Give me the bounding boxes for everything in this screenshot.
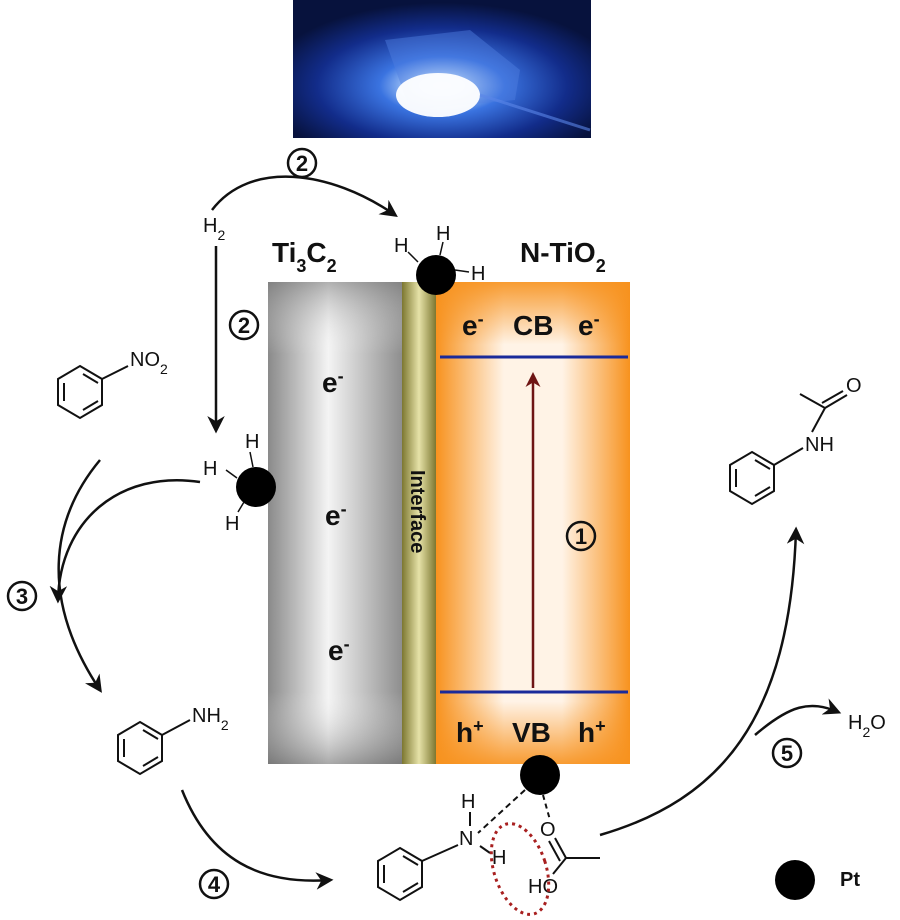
pt-particle-bottom	[520, 755, 560, 795]
h-atom: H	[492, 847, 506, 869]
vb-hole-left: h+	[456, 716, 484, 748]
h-atom: H	[471, 263, 485, 285]
step-3-marker: 3	[6, 580, 38, 612]
nitrobenzene-structure	[57, 364, 129, 420]
step-2-marker-side: 2	[228, 309, 260, 341]
nitro-group-label: NO2	[130, 349, 168, 377]
step-2-marker-top: 2	[286, 147, 318, 179]
svg-text:1: 1	[575, 524, 587, 549]
aniline-structure	[117, 719, 191, 776]
electron-2: e-	[325, 499, 347, 531]
vb-hole-right: h+	[578, 716, 606, 748]
ti3c2-block	[268, 282, 402, 764]
h-atom: H	[436, 223, 450, 245]
vb-label: VB	[512, 717, 551, 748]
svg-text:4: 4	[208, 872, 221, 897]
o-bond-dash	[542, 794, 551, 821]
amine-group-label: NH2	[192, 705, 229, 733]
h-atom: H	[225, 513, 239, 535]
svg-text:2: 2	[296, 151, 308, 176]
step-3-arrow-outer	[57, 459, 102, 693]
pt-particle-top	[407, 241, 470, 295]
ho-group: HO	[528, 876, 558, 898]
legend-pt-label: Pt	[840, 869, 860, 891]
highlight-ellipse	[489, 822, 551, 916]
step-4-arrow	[180, 789, 334, 890]
h-atom: H	[245, 431, 259, 453]
cb-electron-left: e-	[462, 309, 484, 341]
amide-o-label: O	[846, 375, 862, 397]
svg-text:5: 5	[781, 741, 793, 766]
step-5-marker: 5	[771, 737, 803, 769]
o-atom: O	[540, 819, 556, 841]
step-5-arrow	[599, 526, 805, 837]
acetic-acid-structure	[548, 837, 600, 875]
h-atom: H	[461, 791, 475, 813]
step-4-marker: 4	[198, 868, 230, 900]
ntio2-label: N-TiO2	[520, 237, 606, 276]
amide-nh-label: NH	[805, 434, 834, 456]
pt-particle-left	[225, 451, 276, 513]
interface-block	[402, 282, 436, 764]
water-label: H2O	[848, 712, 886, 740]
h-bond-dash	[477, 789, 526, 834]
water-arrow	[754, 698, 842, 736]
h-atom: H	[203, 458, 217, 480]
ti3c2-label: Ti3C2	[272, 237, 337, 276]
step-1-marker: 1	[565, 520, 597, 552]
cb-label: CB	[513, 310, 553, 341]
h-atom: H	[394, 235, 408, 257]
step-3-arrow-inner	[49, 479, 201, 604]
aniline-intermediate-structure	[377, 812, 491, 902]
h2-to-pt-curve-arrow	[211, 175, 398, 217]
svg-text:2: 2	[238, 313, 250, 338]
interface-label: Interface	[406, 470, 428, 553]
h2-label: H2	[203, 215, 225, 243]
electron-1: e-	[322, 366, 344, 398]
svg-text:3: 3	[16, 584, 28, 609]
legend: Pt	[775, 860, 860, 900]
lamp-photo	[293, 0, 591, 138]
acetanilide-structure	[729, 390, 848, 506]
legend-pt-swatch	[775, 860, 815, 900]
electron-3: e-	[328, 634, 350, 666]
cb-electron-right: e-	[578, 309, 600, 341]
n-atom: N	[459, 828, 473, 850]
